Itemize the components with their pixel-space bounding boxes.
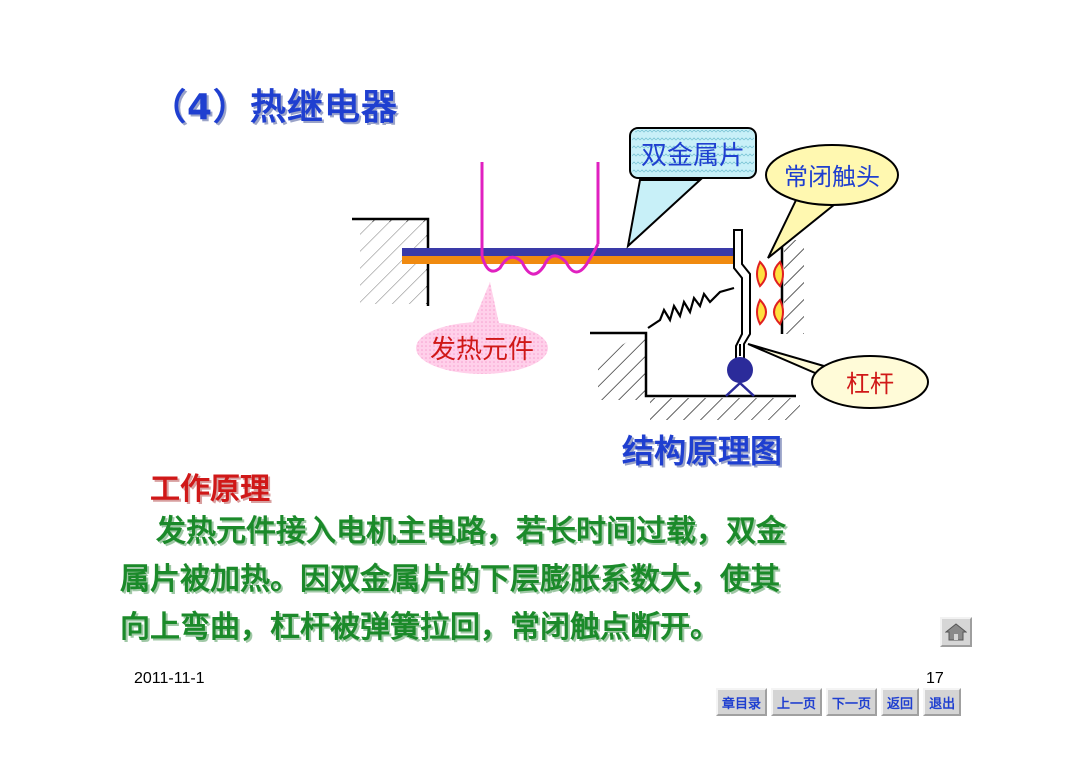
lever-pivot: [725, 344, 755, 397]
body-paragraph: 发热元件接入电机主电路，若长时间过载，双金 属片被加热。因双金属片的下层膨胀系数…: [120, 508, 920, 652]
label-nc-contact: 常闭触头: [784, 163, 880, 191]
chapter-toc-button[interactable]: 章目录: [716, 688, 768, 716]
home-icon: [945, 623, 967, 641]
label-heater: 发热元件: [430, 335, 534, 365]
lever: [733, 229, 751, 361]
prev-page-button[interactable]: 上一页: [771, 688, 823, 716]
body-line: 属片被加热。因双金属片的下层膨胀系数大，使其: [120, 562, 780, 597]
heater-element: [480, 162, 600, 276]
section-title: 工作原理: [150, 472, 270, 507]
label-lever: 杠杆: [846, 370, 894, 398]
spring: [647, 286, 735, 329]
lower-support: [590, 330, 800, 420]
callout-heater: 发热元件: [416, 282, 548, 374]
right-wall: [780, 240, 804, 334]
page-title: （4）热继电器: [150, 87, 399, 128]
callout-nc-contact: 常闭触头: [765, 144, 899, 259]
callout-lever: 杠杆: [747, 343, 929, 409]
home-button[interactable]: [940, 617, 972, 647]
footer-date: 2011-11-1: [134, 670, 205, 687]
body-line: 向上弯曲，杠杆被弹簧拉回，常闭触点断开。: [120, 610, 720, 645]
next-page-button[interactable]: 下一页: [826, 688, 878, 716]
callout-bimetal: 双金属片: [626, 127, 757, 249]
back-button[interactable]: 返回: [881, 688, 920, 716]
label-bimetal: 双金属片: [641, 141, 745, 171]
nc-contacts: [756, 260, 784, 326]
exit-button[interactable]: 退出: [923, 688, 962, 716]
bimetal-strip: [402, 248, 738, 264]
diagram-caption: 结构原理图: [622, 432, 783, 470]
page-number: 17: [926, 670, 944, 687]
body-line: 发热元件接入电机主电路，若长时间过载，双金: [156, 514, 786, 549]
nav-bar: 章目录 上一页 下一页 返回 退出: [716, 688, 962, 716]
